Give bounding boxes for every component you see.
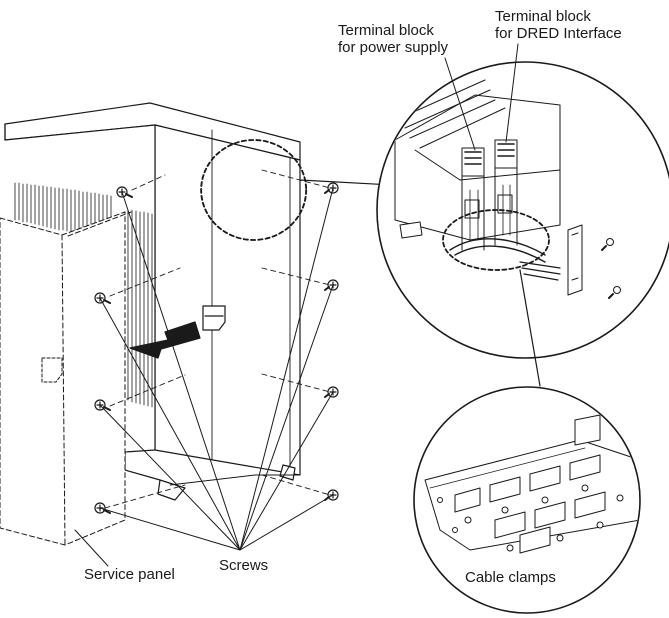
detail-circle-clamps (413, 386, 641, 614)
tb-dred-leader (505, 43, 519, 143)
cable-clamp-row (494, 491, 606, 554)
screw-icon (324, 182, 339, 194)
screw-icon (464, 484, 624, 552)
service-panel-handle (41, 357, 63, 383)
tb-power-leader (444, 57, 476, 151)
detail-connector-line (299, 179, 393, 186)
clamp-connector-line (519, 269, 541, 387)
detail-circle-terminal (376, 61, 669, 359)
screw-icon (608, 286, 621, 299)
terminal-block-power-label-line2: for power supply (338, 39, 449, 56)
detail-callout-circle-top (200, 139, 308, 241)
screws-label: Screws (219, 557, 269, 574)
screw-icon (116, 186, 133, 198)
front-handle (202, 305, 226, 331)
terminal-block-power-label-line1: Terminal block (338, 22, 434, 39)
screws-leader-lines (99, 187, 334, 551)
service-panel-leader (74, 529, 109, 567)
service-panel (0, 211, 132, 546)
clamp-area-callout (442, 209, 550, 271)
cable-clamps-label: Cable clamps (465, 569, 556, 586)
terminal-block-dred-label-line2: for DRED Interface (495, 25, 622, 42)
screw-icon (601, 238, 614, 251)
terminal-block-dred-label: Terminal block for DRED Interface (495, 8, 622, 42)
heat-exchanger-fins (14, 182, 153, 408)
terminal-block-power-label: Terminal block for power supply (338, 22, 448, 56)
screw-guides (104, 169, 331, 509)
cable-clamp-row (454, 454, 601, 513)
service-panel-label: Service panel (84, 566, 175, 583)
removal-arrow (129, 321, 201, 359)
terminal-block-dred-label-line1: Terminal block (495, 8, 591, 25)
